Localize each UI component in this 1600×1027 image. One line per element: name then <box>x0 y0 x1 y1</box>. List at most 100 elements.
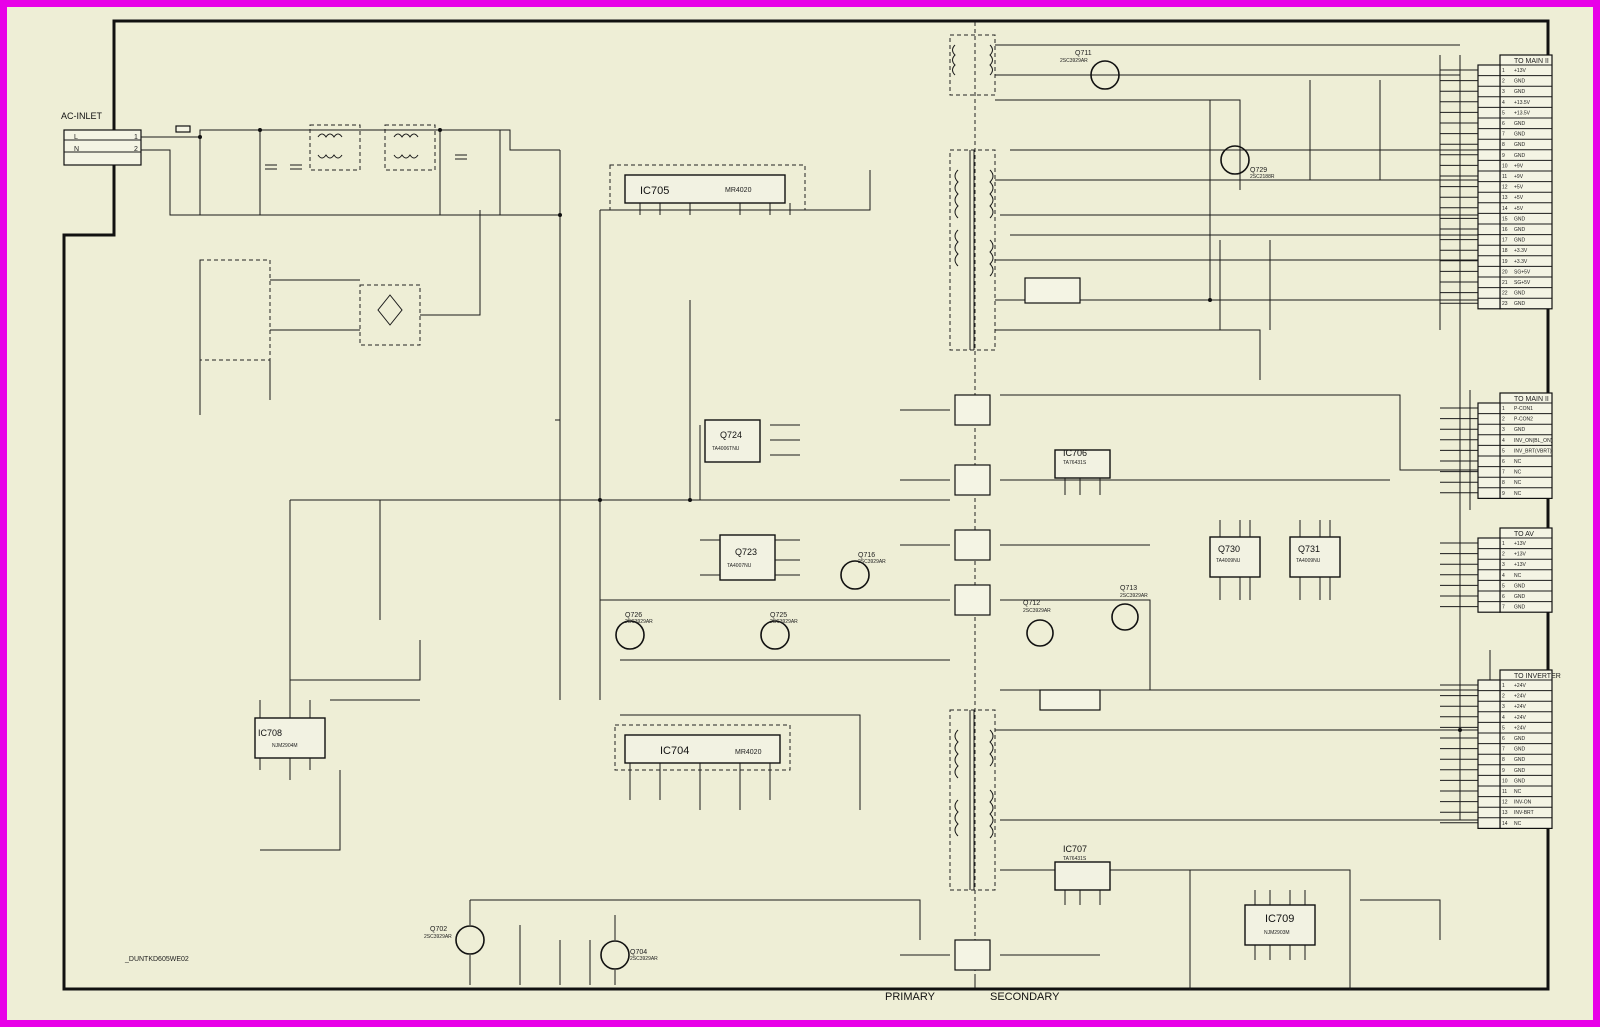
secondary-label: SECONDARY <box>990 991 1060 1003</box>
q730-ref: Q730 <box>1218 544 1240 554</box>
schematic-canvas: L N 1 2 AC-INLET <box>61 19 1561 1003</box>
pin-number: 5 <box>1502 725 1505 731</box>
pin-name: GND <box>1514 747 1526 753</box>
pin-number: 9 <box>1502 153 1505 159</box>
svg-text:2SC3929AR: 2SC3929AR <box>630 956 658 962</box>
pin-number: 5 <box>1502 583 1505 589</box>
pin-name: +13.5V <box>1514 110 1531 116</box>
pin-name: GND <box>1514 301 1526 307</box>
bridge-rectifier <box>359 284 421 346</box>
pin-number: 6 <box>1502 121 1505 127</box>
pin-number: 18 <box>1502 248 1508 254</box>
pin-name: GND <box>1514 238 1526 244</box>
svg-text:2SC3929AR: 2SC3929AR <box>1060 58 1088 64</box>
pin-name: +13V <box>1514 68 1526 74</box>
svg-text:2SC3929AR: 2SC3929AR <box>858 559 886 565</box>
svg-text:Q729: Q729 <box>1250 167 1267 174</box>
pin-number: 2 <box>1502 694 1505 700</box>
pin-name: GND <box>1514 132 1526 138</box>
pin-name: GND <box>1514 121 1526 127</box>
q731-ref: Q731 <box>1298 544 1320 554</box>
pin-name: GND <box>1514 153 1526 159</box>
pin-number: 2 <box>1502 417 1505 423</box>
pin-name: GND <box>1514 216 1526 222</box>
pin-number: 22 <box>1502 291 1508 297</box>
pin-name: GND <box>1514 594 1526 600</box>
pin-name: SG+5V <box>1514 280 1531 286</box>
pin-number: 20 <box>1502 269 1508 275</box>
pin-name: +9V <box>1514 174 1524 180</box>
pin-name: +13.5V <box>1514 100 1531 106</box>
q723-part: TA4007NU <box>727 563 752 569</box>
pin-number: 2 <box>1502 552 1505 558</box>
pin-number: 15 <box>1502 216 1508 222</box>
pin-name: +5V <box>1514 195 1524 201</box>
pin-name: NC <box>1514 821 1522 827</box>
pin-number: 4 <box>1502 438 1505 444</box>
pin-name: P-CON2 <box>1514 417 1533 423</box>
pin-number: 17 <box>1502 238 1508 244</box>
ac-inlet-label: AC-INLET <box>61 111 103 121</box>
svg-text:Q702: Q702 <box>430 926 447 933</box>
pin-name: +24V <box>1514 683 1526 689</box>
pin-number: 7 <box>1502 605 1505 611</box>
pin-name: GND <box>1514 605 1526 611</box>
q723-ref: Q723 <box>735 547 757 557</box>
pin-name: GND <box>1514 757 1526 763</box>
pin-name: GND <box>1514 583 1526 589</box>
pin-name: GND <box>1514 89 1526 95</box>
pin-name: INV_ON(BL_ON) <box>1514 438 1553 444</box>
pin-name: +5V <box>1514 206 1524 212</box>
pin-number: 10 <box>1502 163 1508 169</box>
svg-text:2SC3929AR: 2SC3929AR <box>770 619 798 625</box>
primary-label: PRIMARY <box>885 991 936 1003</box>
ac-inlet-box <box>63 129 142 166</box>
q730-part: TA4009NU <box>1216 558 1241 564</box>
ic706-ref: IC706 <box>1063 448 1087 458</box>
pin-name: NC <box>1514 789 1522 795</box>
connector-frame <box>1499 669 1553 829</box>
pin-name: SG+5V <box>1514 269 1531 275</box>
pin-number: 1 <box>1502 683 1505 689</box>
pin-name: +3.3V <box>1514 259 1528 265</box>
pin-number: 4 <box>1502 100 1505 106</box>
q730-body <box>1209 536 1261 578</box>
pin-name: INV-BRT <box>1514 810 1534 816</box>
ic704-part: MR4020 <box>735 749 762 756</box>
q731-body <box>1289 536 1341 578</box>
pin-number: 19 <box>1502 259 1508 265</box>
ic707-part: TA76431S <box>1063 856 1087 862</box>
ic709-ref: IC709 <box>1265 913 1294 925</box>
ic705-ref: IC705 <box>640 185 669 197</box>
svg-text:Q725: Q725 <box>770 612 787 619</box>
bottom-code: _DUNTKD605WE02 <box>124 956 189 963</box>
svg-text:N: N <box>74 146 79 153</box>
svg-text:Q712: Q712 <box>1023 600 1040 607</box>
pin-number: 23 <box>1502 301 1508 307</box>
svg-text:Q711: Q711 <box>1075 50 1092 57</box>
pin-number: 10 <box>1502 778 1508 784</box>
pin-name: +24V <box>1514 694 1526 700</box>
connector-title: TO AV <box>1514 531 1534 538</box>
pin-name: P-CON1 <box>1514 406 1533 412</box>
pin-number: 13 <box>1502 195 1508 201</box>
svg-text:2: 2 <box>134 146 138 153</box>
connector-pin-column <box>1477 537 1501 613</box>
pin-number: 12 <box>1502 185 1508 191</box>
ic709-part: NJM2903M <box>1264 930 1290 936</box>
ic708-part: NJM2904M <box>272 743 298 749</box>
pin-name: +9V <box>1514 163 1524 169</box>
pin-number: 5 <box>1502 110 1505 116</box>
pin-number: 5 <box>1502 448 1505 454</box>
q724-part: TA4006TNU <box>712 446 740 452</box>
pin-number: 13 <box>1502 810 1508 816</box>
pin-name: GND <box>1514 768 1526 774</box>
pin-number: 14 <box>1502 821 1508 827</box>
q731-part: TA4009NU <box>1296 558 1321 564</box>
pin-number: 12 <box>1502 800 1508 806</box>
pin-name: +24V <box>1514 715 1526 721</box>
outer-border <box>62 19 1550 991</box>
